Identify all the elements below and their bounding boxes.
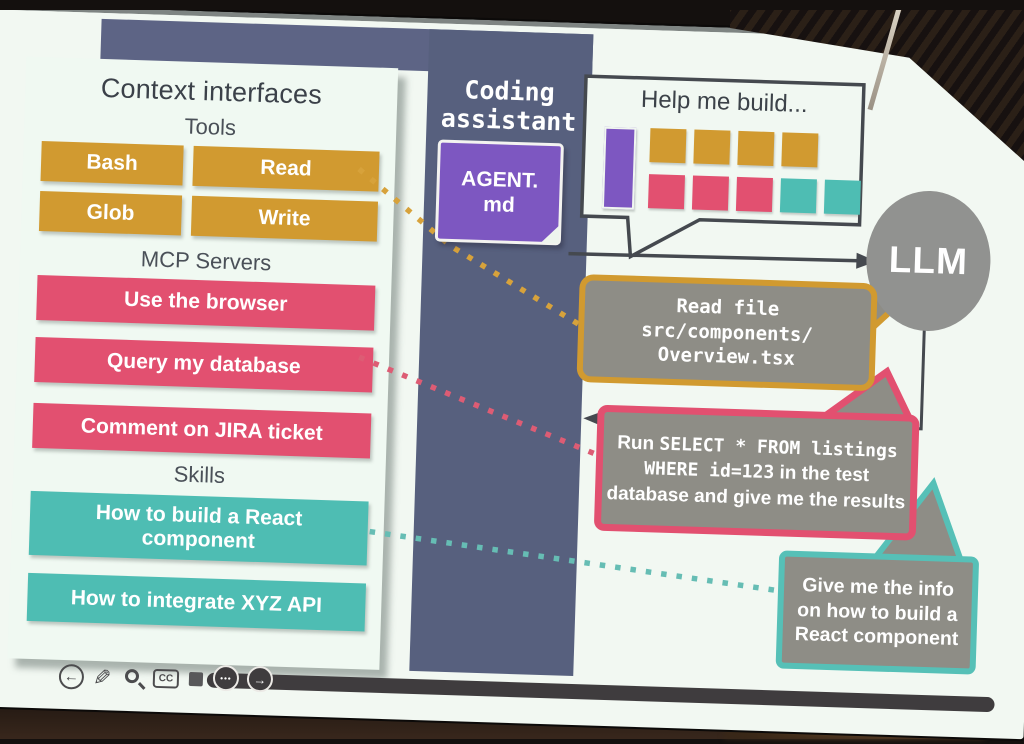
token-block-skill (780, 178, 817, 213)
token-block-mcp (648, 174, 685, 209)
token-block-mcp (736, 177, 773, 212)
user-request-text: Help me build... (581, 84, 868, 121)
request-arrow-line (568, 252, 858, 263)
pen-icon: ✎ (93, 665, 112, 691)
skill-request-bubble: Give me the info on how to build a React… (776, 550, 980, 674)
token-block-skill (824, 180, 861, 215)
token-block-tool (649, 128, 686, 163)
read-file-line3: Overview.tsx (657, 343, 795, 372)
captions-icon-label: CC (159, 673, 174, 684)
skill-request-text: Give me the info on how to build a React… (790, 573, 964, 651)
token-block-tool (781, 132, 818, 167)
room-top-edge (0, 0, 1024, 10)
token-block-mcp (692, 176, 729, 211)
pen-tool-button[interactable]: ✎ (93, 665, 112, 692)
read-file-line1: Read file (676, 294, 780, 322)
token-block-tool (693, 130, 730, 165)
projection-screen: Coding assistant Context interfaces Tool… (0, 4, 1024, 739)
llm-label: LLM (888, 239, 968, 283)
sql-code-where: WHERE id=123 (644, 458, 775, 483)
read-file-bubble: Read file src/components/ Overview.tsx (576, 274, 877, 391)
agent-md-note: AGENT. md (435, 140, 564, 246)
agent-md-line2: md (483, 192, 515, 218)
token-block-tool (737, 131, 774, 166)
dotted-link-query-database (356, 357, 605, 457)
token-block-agent-note (602, 127, 637, 210)
sql-query-bubble: Run SELECT * FROM listings WHERE id=123 … (594, 405, 920, 541)
ellipsis-icon: ••• (220, 673, 232, 682)
screen-mode-button[interactable] (189, 672, 203, 686)
sql-mid-text: in the test (779, 463, 869, 487)
dotted-link-react-skill (368, 532, 777, 591)
sql-run-word: Run (617, 432, 655, 454)
back-arrow-icon: ← (64, 668, 80, 685)
user-request-bubble: Help me build... (578, 74, 868, 229)
captions-button[interactable]: CC (153, 669, 180, 689)
agent-md-line1: AGENT. (461, 166, 539, 194)
page-fold-corner (541, 225, 560, 244)
forward-arrow-icon: → (253, 671, 266, 686)
